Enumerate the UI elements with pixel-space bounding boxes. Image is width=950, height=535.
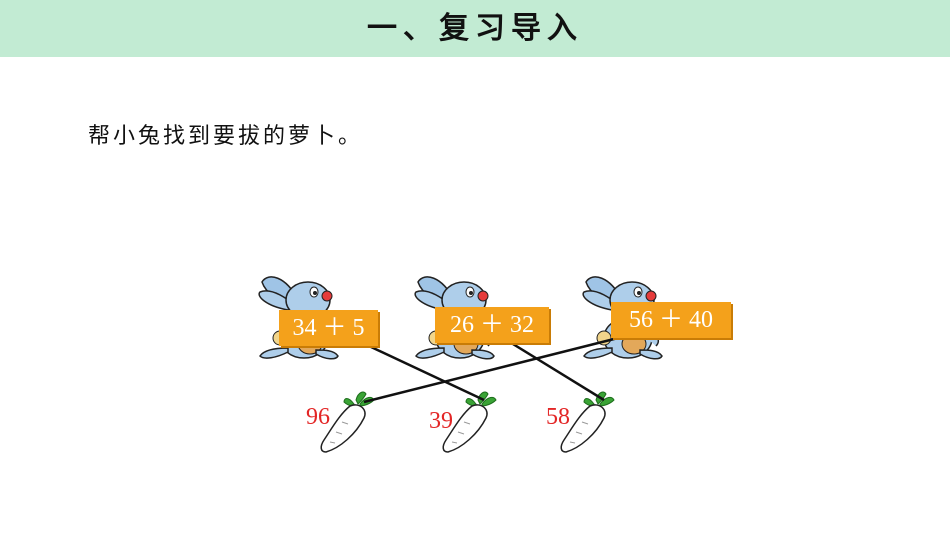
match-line-56-plus-40 [363, 334, 627, 404]
carrot-number-1[interactable]: 96 [306, 404, 330, 430]
carrot-number-2[interactable]: 39 [429, 408, 453, 434]
carrot-number-3[interactable]: 58 [546, 404, 570, 430]
rabbit-equation-1[interactable]: 34 ＋ 5 [279, 310, 378, 346]
match-line-34-plus-5 [351, 336, 485, 402]
instruction-text: 帮小兔找到要拔的萝卜。 [88, 124, 364, 149]
rabbit-equation-3[interactable]: 56 ＋ 40 [611, 302, 731, 338]
rabbit-equation-2[interactable]: 26 ＋ 32 [435, 307, 549, 343]
match-line-26-plus-32 [499, 334, 605, 402]
page-title: 一、复习导入 [367, 11, 583, 46]
header-bar [0, 0, 950, 57]
